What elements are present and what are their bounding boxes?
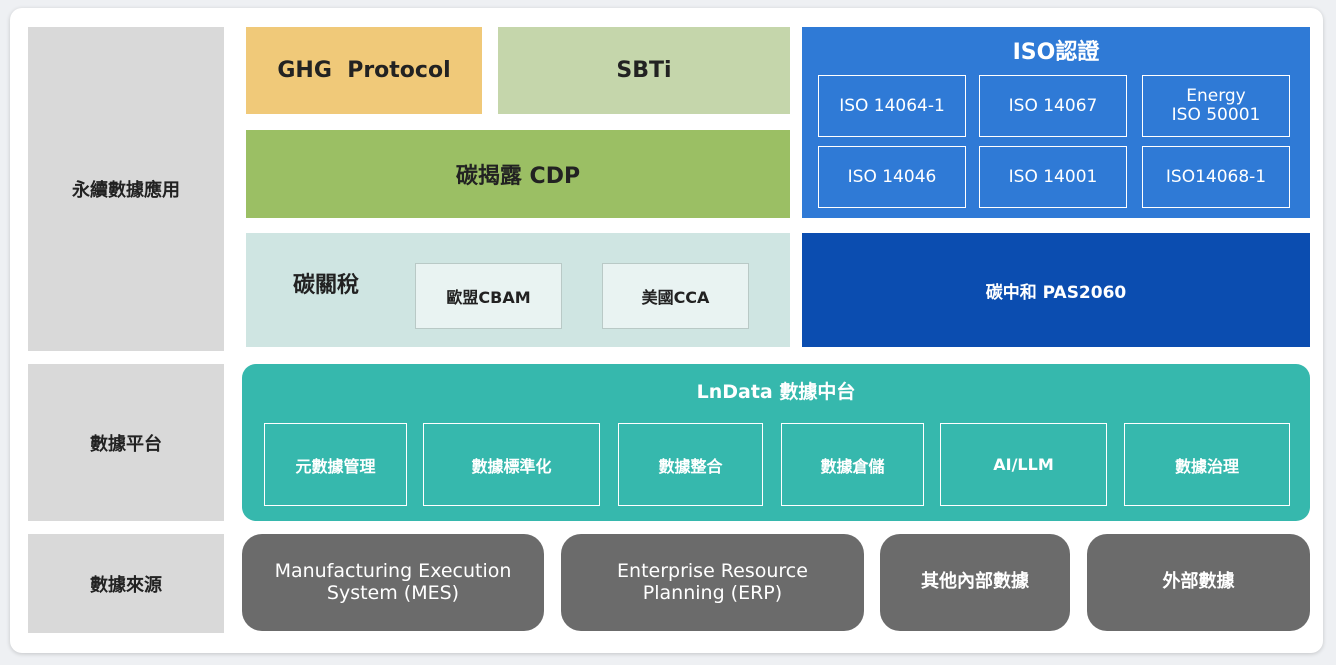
source-external: 外部數據	[1087, 534, 1310, 631]
platform-item: 數據治理	[1124, 423, 1290, 506]
platform-item: AI/LLM	[940, 423, 1107, 506]
iso-item: ISO14068-1	[1142, 146, 1290, 208]
pas2060-box: 碳中和 PAS2060	[802, 233, 1310, 347]
row-label-application: 永續數據應用	[28, 27, 224, 351]
platform-item: 數據標準化	[423, 423, 600, 506]
iso-item: ISO 14067	[979, 75, 1127, 137]
source-other-internal: 其他內部數據	[880, 534, 1070, 631]
ghg-protocol-box: GHG Protocol	[246, 27, 482, 114]
row-label-platform: 數據平台	[28, 364, 224, 521]
platform-item: 元數據管理	[264, 423, 407, 506]
platform-item: 數據倉儲	[781, 423, 924, 506]
platform-title: LnData 數據中台	[696, 380, 856, 403]
iso-item: ISO 14001	[979, 146, 1127, 208]
platform-panel: LnData 數據中台 元數據管理 數據標準化 數據整合 數據倉儲 AI/LLM…	[242, 364, 1310, 521]
iso-item: Energy ISO 50001	[1142, 75, 1290, 137]
platform-item: 數據整合	[618, 423, 763, 506]
iso-item: ISO 14064-1	[818, 75, 966, 137]
row-label-source: 數據來源	[28, 534, 224, 633]
iso-title: ISO認證	[1012, 40, 1100, 65]
carbon-tax-title: 碳關稅	[292, 273, 359, 298]
iso-panel: ISO認證 ISO 14064-1 ISO 14067 Energy ISO 5…	[802, 27, 1310, 218]
carbon-tax-item-cca: 美國CCA	[602, 263, 749, 329]
carbon-tax-item-cbam: 歐盟CBAM	[415, 263, 562, 329]
sbti-box: SBTi	[498, 27, 790, 114]
iso-item: ISO 14046	[818, 146, 966, 208]
carbon-tax-panel: 碳關稅 歐盟CBAM 美國CCA	[246, 233, 790, 347]
source-mes: Manufacturing Execution System (MES)	[242, 534, 544, 631]
cdp-box: 碳揭露 CDP	[246, 130, 790, 218]
source-erp: Enterprise Resource Planning (ERP)	[561, 534, 864, 631]
